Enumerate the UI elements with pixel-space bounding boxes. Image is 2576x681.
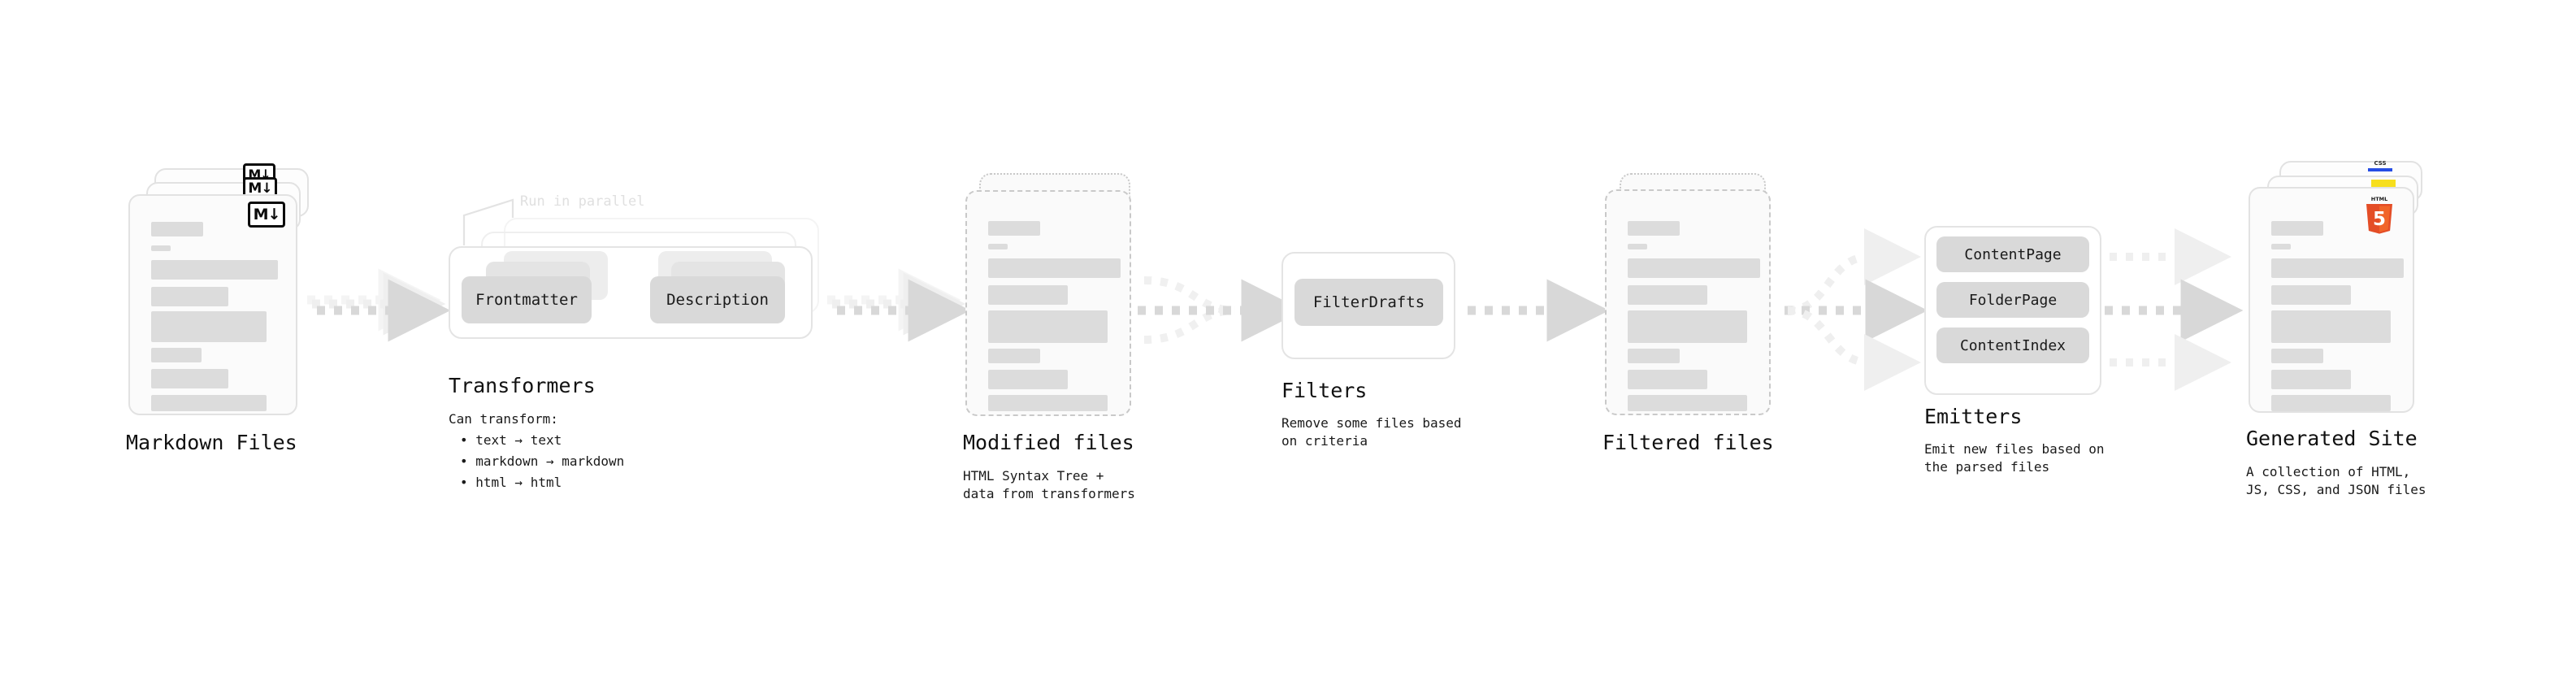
- skeleton-bar: [151, 395, 267, 411]
- skeleton-bar: [151, 260, 278, 280]
- stage-title-emitters: Emitters: [1924, 405, 2023, 428]
- skeleton-bar: [988, 221, 1040, 236]
- skeleton-bar: [151, 245, 171, 251]
- skeleton-bar: [988, 244, 1008, 249]
- skeleton-bar: [1628, 310, 1747, 343]
- modified-file-card: [965, 190, 1131, 416]
- stage-title-transformers: Transformers: [449, 374, 596, 397]
- skeleton-bar: [2271, 258, 2404, 278]
- run-in-parallel-bracket: [462, 198, 514, 245]
- skeleton-bar: [2271, 349, 2323, 363]
- skeleton-bar: [988, 349, 1040, 363]
- emitter-pill-folderpage[interactable]: FolderPage: [1936, 282, 2089, 318]
- skeleton-bar: [1628, 244, 1647, 249]
- skeleton-bar: [1628, 370, 1707, 389]
- skeleton-bar: [151, 222, 203, 236]
- transformers-bullet-1-text: markdown → markdown: [475, 453, 625, 469]
- arrow-emitters-to-site: [2105, 228, 2244, 391]
- stage-title-filters: Filters: [1281, 379, 1368, 402]
- stage-title-generated-site: Generated Site: [2246, 427, 2418, 450]
- skeleton-bar: [988, 395, 1108, 411]
- skeleton-bar: [1628, 285, 1707, 305]
- emitter-pill-contentpage[interactable]: ContentPage: [1936, 236, 2089, 272]
- skeleton-bar: [988, 310, 1108, 343]
- filter-pill-filterdrafts[interactable]: FilterDrafts: [1295, 279, 1443, 326]
- skeleton-bar: [2271, 221, 2323, 236]
- stage-title-filtered-files: Filtered files: [1602, 431, 1774, 454]
- skeleton-bar: [2271, 244, 2291, 249]
- transformers-bullet-0-text: text → text: [475, 432, 562, 448]
- transformers-bullet-1: • markdown → markdown: [460, 453, 625, 469]
- stage-title-modified-files: Modified files: [963, 431, 1134, 454]
- skeleton-bar: [2271, 310, 2391, 343]
- css-icon-bar: [2368, 168, 2392, 171]
- stage-subtitle-filters: Remove some files based on criteria: [1281, 415, 1462, 449]
- skeleton-bar: [988, 370, 1068, 389]
- transformer-pill-description[interactable]: Description: [650, 276, 785, 323]
- skeleton-bar: [1628, 349, 1680, 363]
- emitter-pill-contentindex[interactable]: ContentIndex: [1936, 327, 2089, 363]
- skeleton-bar: [2271, 395, 2391, 411]
- html5-icon: HTML 5: [2363, 195, 2394, 234]
- run-in-parallel-label: Run in parallel: [520, 193, 645, 210]
- skeleton-bar: [1628, 395, 1747, 411]
- svg-text:5: 5: [2373, 209, 2386, 230]
- arrow-modified-to-filters: [1138, 276, 1304, 344]
- transformers-bullet-0: • text → text: [460, 432, 562, 448]
- transformer-pill-frontmatter[interactable]: Frontmatter: [462, 276, 592, 323]
- arrow-transformers-to-modified: [827, 268, 971, 342]
- skeleton-bar: [151, 348, 202, 362]
- stage-subtitle-emitters: Emit new files based on the parsed files: [1924, 441, 2105, 475]
- skeleton-bar: [151, 287, 228, 306]
- filtered-file-card: [1605, 189, 1771, 415]
- stage-subtitle-transformers: Can transform:: [449, 411, 558, 427]
- svg-text:HTML: HTML: [2371, 196, 2387, 202]
- transformers-bullet-2-text: html → html: [475, 475, 562, 490]
- skeleton-bar: [1628, 221, 1680, 236]
- transformers-bullet-2: • html → html: [460, 475, 562, 490]
- skeleton-bar: [151, 311, 267, 342]
- skeleton-bar: [151, 369, 228, 388]
- generated-site-card: [2249, 187, 2414, 413]
- css-icon-label: CSS: [2374, 160, 2387, 167]
- skeleton-bar: [2271, 370, 2351, 389]
- stage-subtitle-generated-site: A collection of HTML, JS, CSS, and JSON …: [2246, 464, 2426, 497]
- css-icon: CSS: [2368, 160, 2392, 171]
- skeleton-bar: [988, 285, 1068, 305]
- skeleton-bar: [1628, 258, 1760, 278]
- arrow-markdown-to-transformers: [307, 268, 451, 342]
- skeleton-bar: [2271, 285, 2351, 305]
- skeleton-bar: [988, 258, 1121, 278]
- stage-subtitle-modified-files: HTML Syntax Tree + data from transformer…: [963, 468, 1135, 501]
- markdown-icon: M↓: [248, 202, 285, 228]
- arrow-filtered-to-emitters: [1785, 228, 1928, 391]
- markdown-file-card: [128, 194, 297, 415]
- stage-title-markdown-files: Markdown Files: [126, 431, 297, 454]
